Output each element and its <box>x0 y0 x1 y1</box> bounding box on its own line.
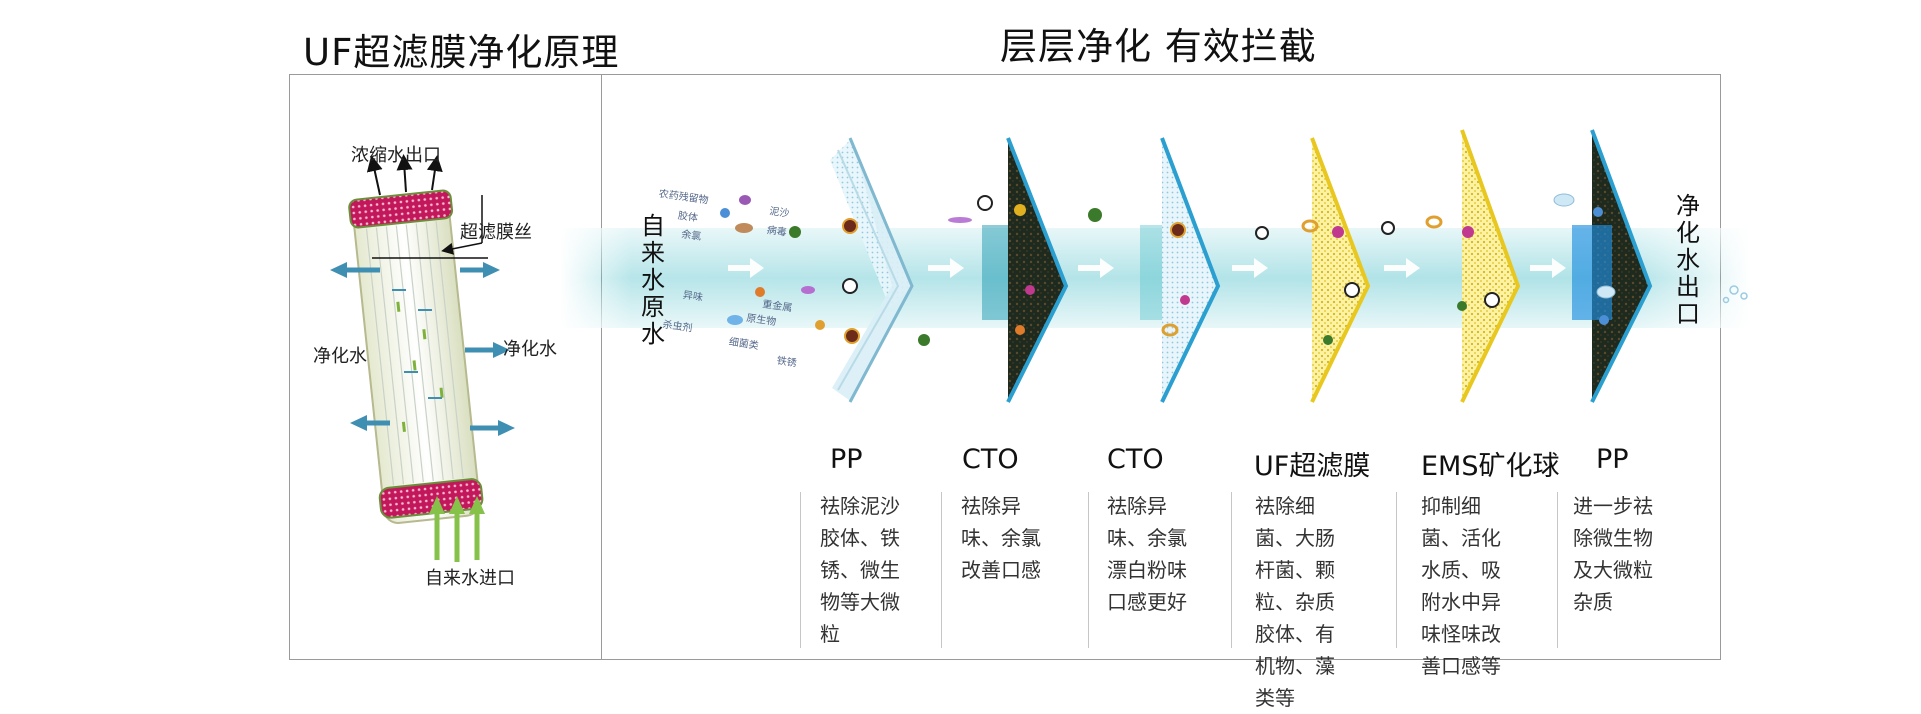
contaminant-label: 胶体 <box>677 209 699 225</box>
membrane-pp-2 <box>1553 129 1653 403</box>
stage-3-desc: 祛除异味、余氯漂白粉味 口感更好 <box>1107 494 1207 614</box>
contaminant-label: 铁锈 <box>776 354 798 370</box>
concentrate-outlet-label: 浓缩水出口 <box>351 145 441 166</box>
contaminant-label: 农药残留物 <box>658 187 709 207</box>
contaminant-label: 重金属 <box>762 297 794 314</box>
contaminant-label: 余氯 <box>681 227 703 243</box>
stage-6-desc: 进一步祛除微生物及大微粒杂质 <box>1573 494 1653 614</box>
contaminant-label: 杀虫剂 <box>662 317 694 334</box>
membrane-uf <box>1301 137 1371 403</box>
column-divider <box>941 492 942 648</box>
left-title: UF超滤膜净化原理 <box>303 31 620 74</box>
contaminant-particles <box>720 195 1395 346</box>
illustration-canvas: 农药残留物 泥沙 胶体 病毒 余氯 异味 重金属 原生物 杀虫剂 细菌类 铁锈 <box>330 129 1750 562</box>
filtration-stages-panel <box>601 74 1721 660</box>
stage-4-desc: 祛除细菌、大肠杆菌、颗粒、杂质胶体、有机物、藻类等 <box>1255 494 1335 710</box>
column-divider <box>800 492 801 648</box>
membrane-cto-2 <box>1140 137 1221 403</box>
stage-3-name: CTO <box>1107 444 1164 475</box>
stage-4-name: UF超滤膜 <box>1254 451 1371 482</box>
contaminant-label: 病毒 <box>766 223 788 239</box>
contaminant-label: 细菌类 <box>728 335 760 352</box>
column-divider <box>1088 492 1089 648</box>
purified-water-right-label: 净化水 <box>503 339 557 360</box>
uf-principle-panel <box>289 74 602 660</box>
contaminant-label: 异味 <box>682 289 703 304</box>
right-title: 层层净化 有效拦截 <box>1000 25 1317 68</box>
membrane-pp-1 <box>830 137 914 403</box>
membrane-cto-1 <box>982 137 1069 403</box>
outlet-bubbles <box>1722 285 1748 304</box>
stage-2-desc: 祛除异味、余氯 改善口感 <box>961 494 1061 582</box>
stage-5-name: EMS矿化球 <box>1421 451 1560 482</box>
stage-1-name: PP <box>830 444 863 475</box>
tap-inlet-label: 自来水进口 <box>425 568 515 589</box>
purified-outlet-label: 净化水出口 <box>1676 192 1700 328</box>
column-divider <box>1231 492 1232 648</box>
uf-cartridge-illustration <box>330 154 515 562</box>
stage-5-desc: 抑制细菌、活化水质、吸附水中异味怪味改善口感等 <box>1421 494 1501 678</box>
contaminant-label: 泥沙 <box>769 204 791 220</box>
membrane-ems <box>1425 129 1521 403</box>
uf-fiber-label: 超滤膜丝 <box>460 222 532 243</box>
stage-6-name: PP <box>1596 444 1629 475</box>
purified-water-left-label: 净化水 <box>313 346 367 367</box>
stage-2-name: CTO <box>962 444 1019 475</box>
column-divider <box>1557 492 1558 648</box>
column-divider <box>1396 492 1397 648</box>
source-water-label: 自来水原水 <box>641 212 665 348</box>
contaminant-label: 原生物 <box>746 311 778 328</box>
water-stream <box>560 228 1750 328</box>
stage-1-desc: 祛除泥沙胶体、铁锈、微生物等大微粒 <box>820 494 900 646</box>
